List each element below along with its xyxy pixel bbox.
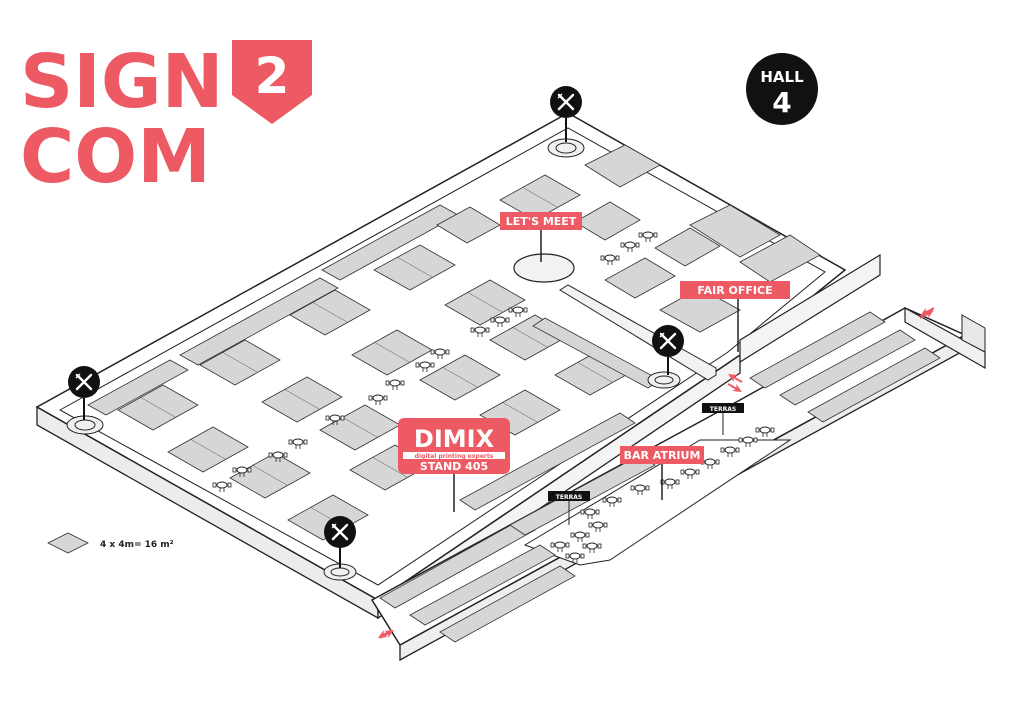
hall-number: 4 <box>772 86 791 119</box>
restaurant-marker-right[interactable] <box>652 325 684 375</box>
legend-swatch <box>47 532 89 554</box>
restaurant-marker-top[interactable] <box>550 86 582 142</box>
lets-meet-area <box>513 228 575 283</box>
svg-text:TERRAS: TERRAS <box>556 494 582 501</box>
sign2com-logo: SIGN 2 COM <box>20 39 312 200</box>
bar-atrium-label[interactable]: BAR ATRIUM <box>620 446 704 500</box>
logo-badge <box>232 40 312 124</box>
hall-badge: HALL 4 <box>746 53 818 125</box>
svg-text:BAR ATRIUM: BAR ATRIUM <box>624 449 701 462</box>
terras-upper-label[interactable]: TERRAS <box>702 403 744 435</box>
fair-office-label[interactable]: FAIR OFFICE <box>680 281 790 352</box>
svg-text:FAIR OFFICE: FAIR OFFICE <box>697 284 772 297</box>
dimix-stand-label[interactable]: DIMIX digital printing experts STAND 405 <box>398 418 510 512</box>
exhibitor-tagline: digital printing experts <box>415 453 494 460</box>
exhibitor-name: DIMIX <box>414 425 495 453</box>
logo-line2: COM <box>20 114 211 200</box>
exhibitor-stand: STAND 405 <box>420 460 488 473</box>
lets-meet-label[interactable]: LET'S MEET <box>500 212 582 230</box>
terras-lower-label[interactable]: TERRAS <box>548 491 590 525</box>
svg-text:LET'S MEET: LET'S MEET <box>506 215 577 228</box>
logo-line1: SIGN <box>20 39 224 125</box>
hall-label: HALL <box>760 68 804 86</box>
legend-text: 4 x 4m= 16 m² <box>100 540 174 550</box>
logo-badge-number: 2 <box>255 47 290 105</box>
restaurant-marker-left[interactable] <box>68 366 100 420</box>
svg-text:TERRAS: TERRAS <box>710 406 736 413</box>
restaurant-marker-bottom[interactable] <box>324 516 356 568</box>
legend: 4 x 4m= 16 m² <box>47 532 174 554</box>
